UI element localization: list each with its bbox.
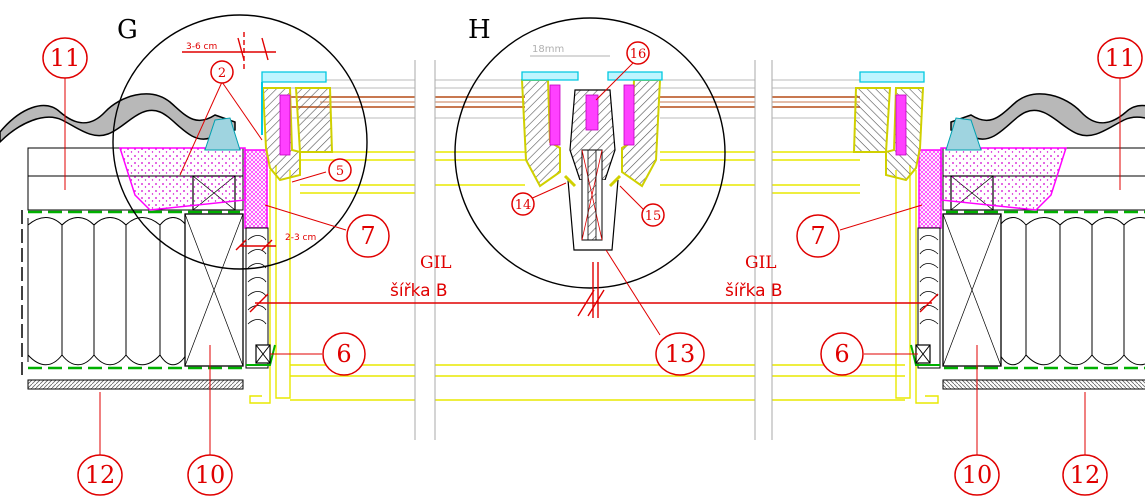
- callout-6-right: 6: [834, 340, 849, 368]
- span-label-left-gil: GIL: [420, 253, 452, 273]
- detail-circle-h: [454, 17, 726, 289]
- callout-5: 5: [336, 164, 344, 179]
- callout-10-right-bubble: [954, 454, 1000, 496]
- callout-12-left-bubble: [77, 454, 123, 496]
- callout-10-left-bubble: [187, 454, 233, 496]
- callout-6-left: 6: [336, 340, 351, 368]
- span-label-right-width: šířka B: [725, 281, 783, 301]
- callout-13: 13: [665, 340, 696, 368]
- section-label-g: G: [117, 15, 138, 45]
- callout-7-left-bubble: [346, 214, 390, 258]
- callout-7-left: 7: [360, 222, 375, 250]
- callout-14-bubble: [511, 192, 535, 216]
- frame-lines: [249, 151, 939, 404]
- dimension-labels: 3-6 cm 2-3 cm 18mm: [186, 42, 564, 243]
- callout-13-bubble: [655, 332, 705, 376]
- section-label-h: H: [468, 15, 491, 45]
- callout-14: 14: [515, 198, 532, 213]
- callout-12-right-bubble: [1062, 454, 1108, 496]
- callout-10-left: 10: [195, 461, 226, 489]
- span-label-right-gil: GIL: [745, 253, 777, 273]
- callout-11-right: 11: [1105, 44, 1136, 72]
- callout-5-bubble: [328, 158, 352, 182]
- callout-bubbles: [42, 37, 1143, 496]
- callout-11-right-bubble: [1097, 37, 1143, 79]
- callout-15: 15: [645, 209, 662, 224]
- span-labels: GIL šířka B GIL šířka B: [390, 253, 783, 301]
- callout-2: 2: [218, 66, 226, 81]
- dimension-label-2-3cm: 2-3 cm: [285, 233, 316, 243]
- right-roof-build-up: [852, 71, 1145, 390]
- span-label-left-width: šířka B: [390, 281, 448, 301]
- dimension-label-3-6cm: 3-6 cm: [186, 42, 217, 52]
- callout-16-bubble: [626, 41, 650, 65]
- middle-mullion-profile: [520, 71, 663, 251]
- callout-10-right: 10: [962, 461, 993, 489]
- detail-circle-g: [112, 14, 368, 270]
- callout-numbers: 11 11 12 12 10 10 6 6 7 7 13 2 5 14 15 1…: [50, 44, 1136, 489]
- callout-7-right: 7: [810, 222, 825, 250]
- detail-circles: [112, 14, 726, 289]
- callout-12-left: 12: [85, 461, 116, 489]
- callout-11-left: 11: [50, 44, 81, 72]
- callout-7-right-bubble: [796, 214, 840, 258]
- break-lines: [414, 60, 773, 440]
- dimension-label-18mm: 18mm: [532, 44, 564, 55]
- callout-6-right-bubble: [820, 332, 864, 376]
- section-labels: G H: [117, 15, 491, 45]
- left-roof-build-up: [0, 71, 334, 390]
- leader-lines: [64, 61, 1121, 458]
- width-dimension: [182, 32, 939, 318]
- callout-15-bubble: [641, 203, 665, 227]
- callout-11-left-bubble: [42, 37, 88, 79]
- callout-16: 16: [630, 47, 647, 62]
- callout-6-left-bubble: [322, 332, 366, 376]
- callout-2-bubble: [210, 60, 234, 84]
- callout-12-right: 12: [1070, 461, 1101, 489]
